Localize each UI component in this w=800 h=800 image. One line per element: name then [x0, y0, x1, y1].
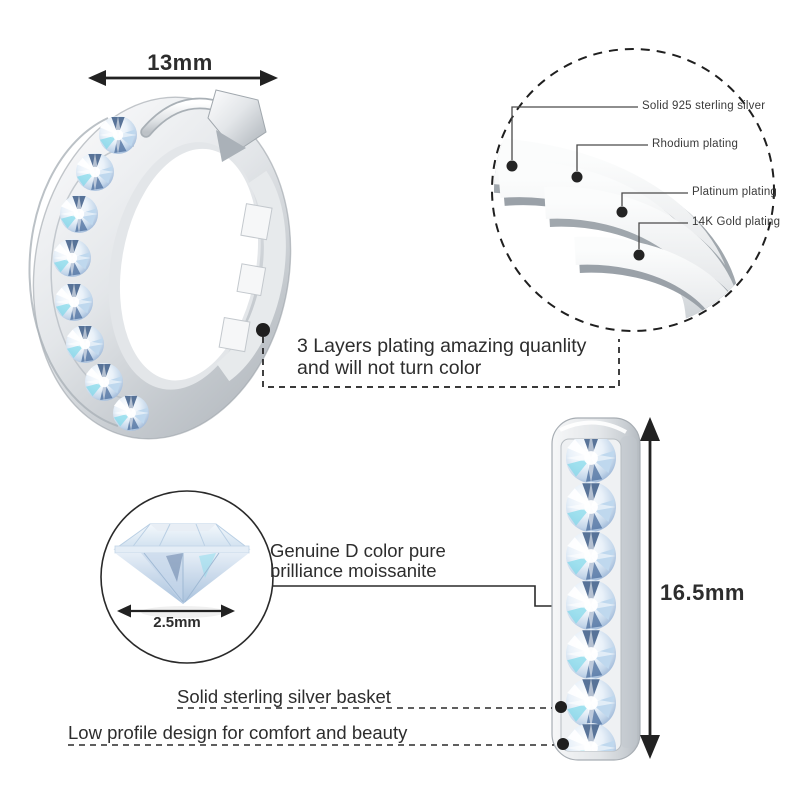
basket-note: Solid sterling silver basket [177, 686, 391, 707]
hoop-height-label: 16.5mm [660, 580, 745, 605]
layer-label-rhodium: Rhodium plating [652, 138, 739, 150]
stone-note-line1: Genuine D color pure [270, 540, 446, 561]
layer-leader-lines [511, 106, 688, 249]
plating-detail-circle [491, 48, 775, 332]
stone-detail-circle [100, 490, 274, 664]
hoop-earring-front-image [28, 89, 292, 440]
width-measure-arrow [88, 70, 278, 86]
stone-note-line2: brilliance moissanite [270, 560, 437, 581]
hoop-earring-side-image [551, 417, 641, 761]
plating-note-connector [256, 323, 620, 388]
hoop-width-label: 13mm [147, 50, 213, 75]
plating-note-line2: and will not turn color [297, 357, 482, 379]
basket-note-connector [177, 701, 567, 713]
stone-note-connector [273, 585, 580, 613]
height-measure-arrow [640, 417, 660, 759]
layer-leader-dots [506, 160, 645, 261]
layer-label-platinum: Platinum plating [692, 186, 778, 198]
hoop-hinge [140, 89, 267, 162]
profile-note: Low profile design for comfort and beaut… [68, 722, 408, 743]
stone-size-label: 2.5mm [153, 614, 201, 631]
stone-measure-arrow [117, 604, 235, 618]
plating-note-line1: 3 Layers plating amazing quanlity [297, 335, 587, 357]
layer-label-14k-gold: 14K Gold plating [692, 216, 781, 228]
profile-note-connector [68, 738, 569, 750]
layer-label-sterling-silver: Solid 925 sterling silver [642, 100, 766, 112]
